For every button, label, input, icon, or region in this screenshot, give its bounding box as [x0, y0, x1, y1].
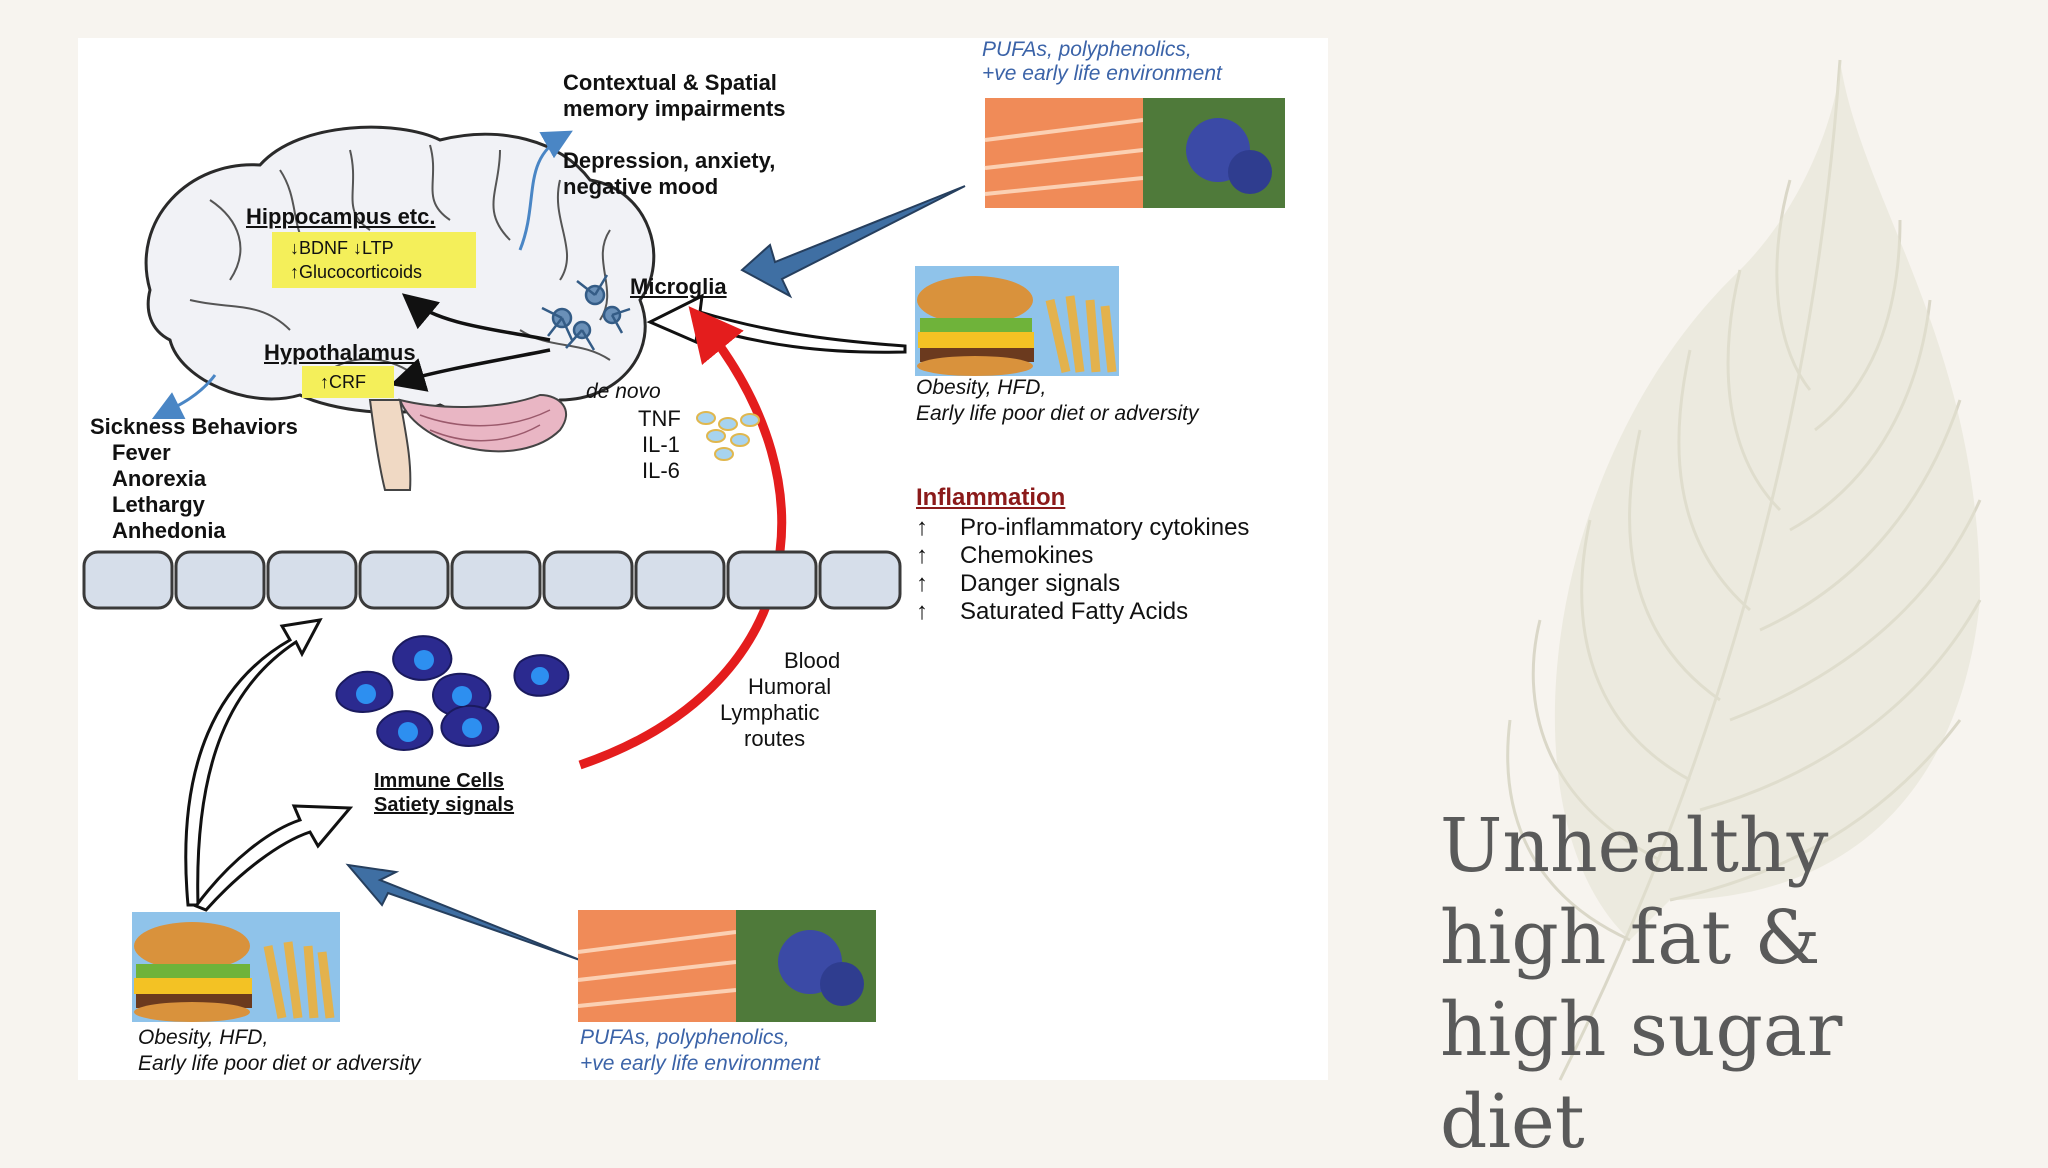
top-food-caption-line1: PUFAs, polyphenolics,	[982, 38, 1192, 61]
routes-line: Lymphatic	[720, 700, 820, 725]
slide-title: Unhealthy high fat & high sugar diet	[1440, 803, 1843, 1165]
right-food-caption-line2: Early life poor diet or adversity	[916, 402, 1199, 425]
inflammation-item: ↑ Pro-inflammatory cytokines	[916, 514, 1249, 542]
hypothalamus-title: Hypothalamus	[264, 340, 416, 365]
inflammation-item: ↑ Saturated Fatty Acids	[916, 598, 1188, 626]
microglia-label: Microglia	[630, 274, 727, 299]
sickness-title: Sickness Behaviors	[90, 414, 298, 439]
bottom-right-caption-line1: PUFAs, polyphenolics,	[580, 1026, 790, 1049]
hippocampus-line1: ↓BDNF ↓LTP	[290, 238, 394, 258]
mood-effects-line2: negative mood	[563, 174, 719, 199]
hypothalamus-highlight	[302, 366, 394, 398]
hippocampus-line2: ↑Glucocorticoids	[290, 262, 423, 282]
inflammation-title: Inflammation	[916, 484, 1066, 511]
routes-line: routes	[744, 726, 806, 751]
inflammation-item-label: Pro-inflammatory cytokines	[960, 514, 1250, 541]
memory-effects-line2: memory impairments	[563, 96, 786, 121]
inflammation-item-label: Chemokines	[960, 542, 1094, 569]
right-food-caption-line1: Obesity, HFD,	[916, 376, 1047, 399]
cytokine-item: IL-1	[642, 432, 680, 457]
up-arrow-icon: ↑	[916, 570, 928, 597]
routes-line: Humoral	[748, 674, 832, 699]
up-arrow-icon: ↑	[916, 542, 928, 569]
feather-decoration	[1506, 59, 1982, 1081]
up-arrow-icon: ↑	[916, 598, 928, 625]
sickness-item: Lethargy	[112, 492, 205, 517]
sickness-item: Anorexia	[112, 466, 207, 491]
sickness-item: Anhedonia	[112, 518, 226, 543]
hippocampus-title: Hippocampus etc.	[246, 204, 436, 229]
hippocampus-highlight	[272, 232, 476, 288]
inflammation-item: ↑ Danger signals	[916, 570, 1120, 598]
crf-label: ↑CRF	[320, 372, 366, 392]
routes-line: Blood	[784, 648, 841, 673]
inflammation-item-label: Saturated Fatty Acids	[960, 598, 1189, 625]
bottom-left-caption-line2: Early life poor diet or adversity	[138, 1052, 421, 1075]
sickness-item: Fever	[112, 440, 171, 465]
cytokine-item: TNF	[638, 406, 681, 431]
memory-effects-line1: Contextual & Spatial	[563, 70, 777, 95]
inflammation-item: ↑ Chemokines	[916, 542, 1093, 570]
bottom-right-caption-line2: +ve early life environment	[580, 1052, 820, 1075]
inflammation-item-label: Danger signals	[960, 570, 1121, 597]
bottom-left-caption-line1: Obesity, HFD,	[138, 1026, 269, 1049]
mood-effects-line1: Depression, anxiety,	[563, 148, 776, 173]
satiety-signals-label: Satiety signals	[374, 794, 515, 816]
cytokine-item: IL-6	[642, 458, 680, 483]
de-novo-label: de novo	[586, 380, 661, 403]
top-food-caption-line2: +ve early life environment	[982, 62, 1222, 85]
up-arrow-icon: ↑	[916, 514, 928, 541]
immune-cells-label: Immune Cells	[374, 770, 505, 792]
